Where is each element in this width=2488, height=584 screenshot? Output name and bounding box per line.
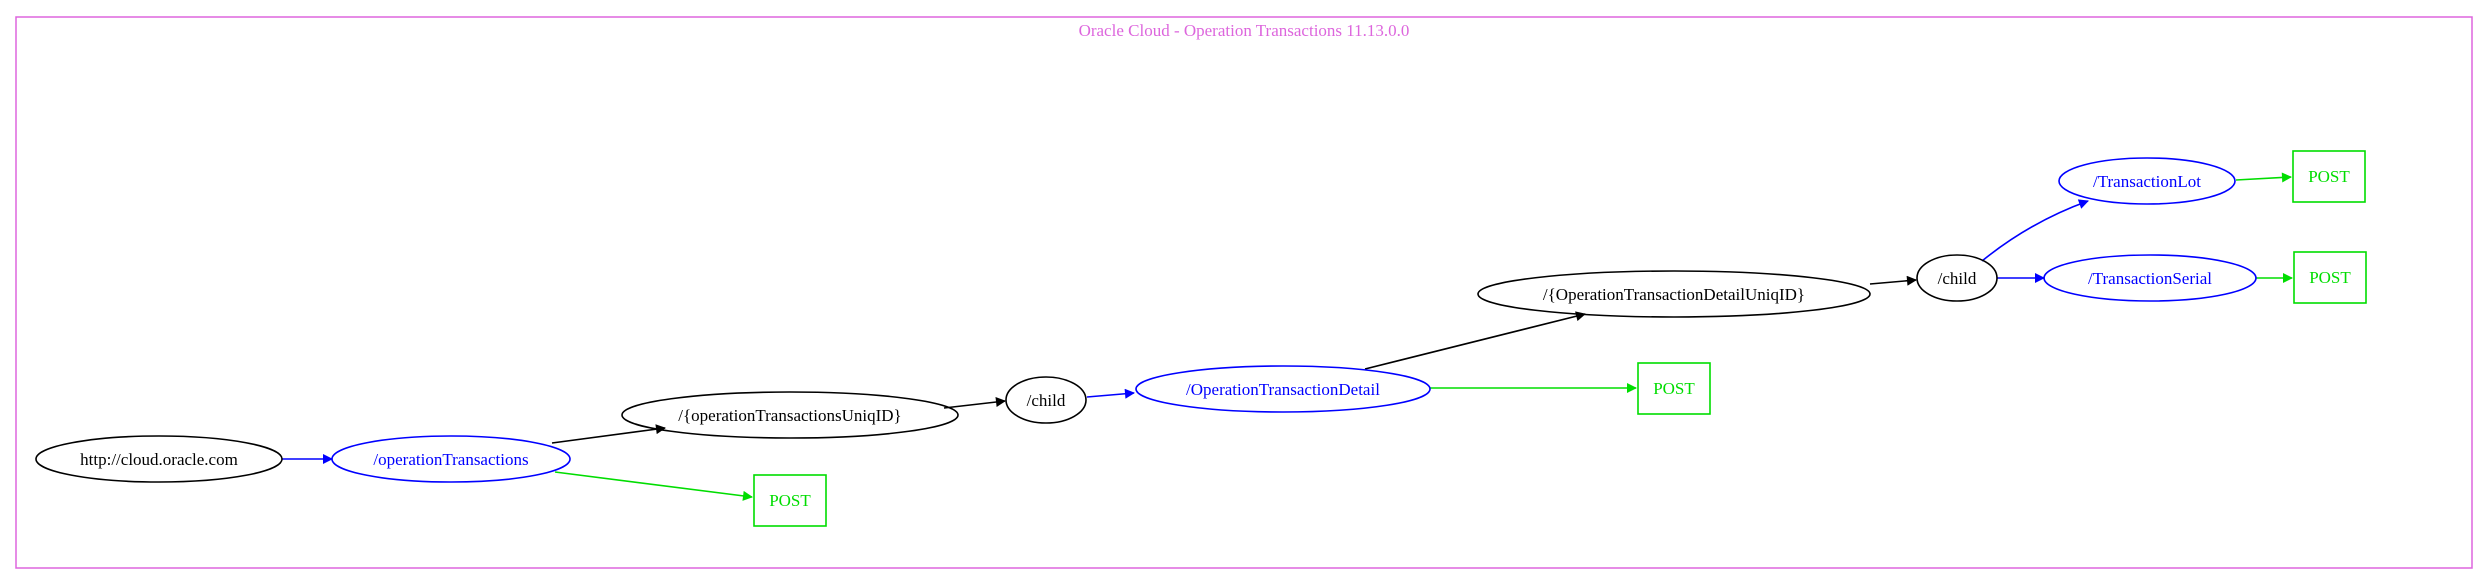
node-post-transaction-serial-label: POST [2309, 268, 2351, 287]
node-child-2-label: /child [1938, 269, 1977, 288]
diagram-title: Oracle Cloud - Operation Transactions 11… [1079, 21, 1410, 40]
edge-child-1-to-operation-transaction-detail [1086, 388, 1135, 399]
node-root-label: http://cloud.oracle.com [80, 450, 238, 469]
diagram-frame [15, 16, 2473, 569]
node-operation-transaction-detail[interactable]: /OperationTransactionDetail [1135, 365, 1431, 413]
node-transaction-serial[interactable]: /TransactionSerial [2043, 254, 2257, 302]
edge-detail-to-detail-uniq-id [1364, 311, 1586, 370]
node-transaction-lot-label: /TransactionLot [2093, 172, 2201, 191]
node-child-1[interactable]: /child [1005, 376, 1087, 424]
node-post-transaction-lot[interactable]: POST [2292, 150, 2366, 203]
node-operation-transaction-detail-uniq-id-label: /{OperationTransactionDetailUniqID} [1543, 285, 1805, 304]
node-post-operation-transaction-detail[interactable]: POST [1637, 362, 1711, 415]
node-transaction-serial-label: /TransactionSerial [2088, 269, 2212, 288]
node-operation-transaction-detail-uniq-id[interactable]: /{OperationTransactionDetailUniqID} [1477, 270, 1871, 318]
edge-operation-transactions-to-post [554, 471, 753, 501]
node-operation-transactions[interactable]: /operationTransactions [331, 435, 571, 483]
edge-operation-transactions-to-uniq-id [551, 424, 666, 444]
node-post-operation-transactions-label: POST [769, 491, 811, 510]
node-post-operation-transactions[interactable]: POST [753, 474, 827, 527]
node-post-transaction-serial[interactable]: POST [2293, 251, 2367, 304]
edge-uniq-id-to-child-1 [943, 397, 1006, 409]
edge-transaction-lot-to-post [2235, 172, 2292, 183]
node-operation-transaction-detail-label: /OperationTransactionDetail [1186, 380, 1380, 399]
node-transaction-lot[interactable]: /TransactionLot [2058, 157, 2236, 205]
edge-detail-uniq-id-to-child-2 [1869, 275, 1917, 286]
edges [282, 172, 2293, 501]
node-operation-transactions-label: /operationTransactions [373, 450, 528, 469]
node-post-transaction-lot-label: POST [2308, 167, 2350, 186]
node-operation-transactions-uniq-id[interactable]: /{operationTransactionsUniqID} [621, 391, 959, 439]
node-child-1-label: /child [1027, 391, 1066, 410]
edge-child-2-to-transaction-lot [1981, 199, 2089, 262]
node-operation-transactions-uniq-id-label: /{operationTransactionsUniqID} [678, 406, 901, 425]
node-post-operation-transaction-detail-label: POST [1653, 379, 1695, 398]
node-child-2[interactable]: /child [1916, 254, 1998, 302]
node-root[interactable]: http://cloud.oracle.com [35, 435, 283, 483]
